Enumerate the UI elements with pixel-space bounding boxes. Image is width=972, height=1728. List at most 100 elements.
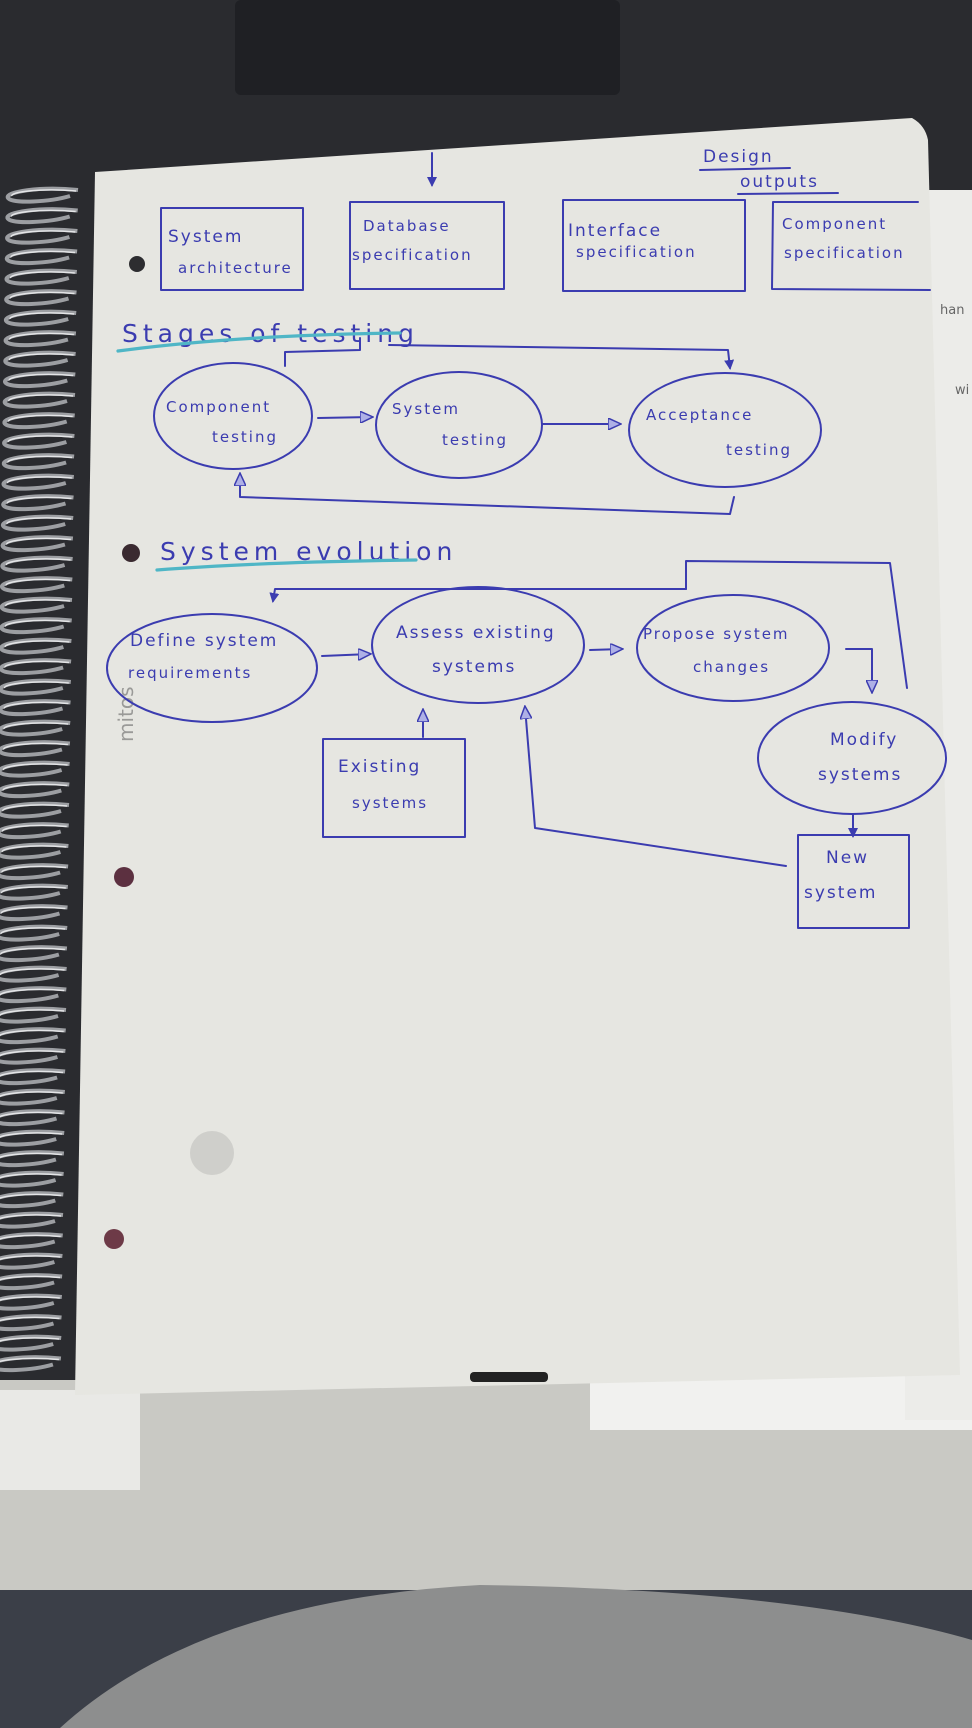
design-box-label: specification [352, 246, 473, 264]
pen-clip [470, 1372, 548, 1382]
spiral-coil-highlight [0, 947, 65, 956]
system-evolution-section: System evolution Define system requireme… [106, 537, 947, 929]
spiral-coil-highlight [0, 1173, 62, 1179]
spiral-coil [0, 1129, 65, 1147]
arrow [317, 417, 372, 418]
spiral-coil [1, 514, 74, 532]
spiral-coil [0, 1047, 66, 1065]
spiral-coil [0, 1314, 62, 1332]
spiral-coil [0, 1355, 62, 1373]
spiral-coil [0, 1170, 64, 1188]
spiral-coil [0, 1334, 62, 1352]
spiral-coil [0, 883, 69, 901]
node-label: Assess existing [396, 623, 556, 643]
spiral-coil-highlight [10, 209, 76, 218]
spiral-coil-highlight [7, 455, 73, 464]
arrow [589, 649, 622, 650]
spiral-coil-highlight [0, 1111, 63, 1118]
spiral-coil [0, 1211, 64, 1229]
spiral-coil [1, 473, 75, 491]
spiral-coil [5, 227, 78, 245]
spiral-coil-highlight [0, 1337, 60, 1342]
spiral-coil-highlight [2, 783, 68, 792]
spiral-coil [0, 1150, 65, 1168]
new-system-box [797, 834, 910, 929]
arrow [269, 588, 687, 603]
acceptance-testing-node [628, 372, 822, 488]
node-label: systems [818, 765, 902, 785]
spiral-coil [5, 186, 79, 204]
spiral-coil-highlight [10, 250, 76, 259]
design-box-label: System [168, 227, 243, 247]
spiral-coil [0, 842, 69, 860]
spiral-coil [0, 1088, 66, 1106]
arrow [845, 648, 872, 692]
spiral-coil [0, 596, 73, 614]
spiral-coil-highlight [0, 1152, 62, 1159]
component-testing-node [153, 362, 313, 470]
node-label: requirements [128, 664, 252, 682]
spiral-coil-highlight [11, 189, 77, 197]
spiral-coil-highlight [0, 1316, 60, 1322]
existing-systems-box [322, 738, 466, 838]
spiral-coil-highlight [4, 681, 69, 689]
spiral-coil [0, 1293, 63, 1311]
box-label: system [804, 883, 877, 903]
spiral-coil-highlight [0, 1255, 61, 1261]
spiral-coil [2, 412, 75, 430]
spiral-coil-highlight [5, 558, 71, 566]
spiral-coil [5, 207, 78, 225]
spiral-coil-highlight [4, 619, 70, 628]
spiral-coil-highlight [0, 1050, 64, 1058]
spiral-coil-highlight [10, 230, 76, 238]
spiral-coil-highlight [6, 517, 72, 525]
spiral-coil-highlight [0, 1275, 61, 1281]
margin-fragment: han [940, 303, 964, 318]
spiral-coil [2, 432, 75, 450]
punch-hole [129, 256, 145, 272]
design-box [771, 201, 931, 291]
spiral-coil [4, 289, 77, 307]
spiral-coil [0, 1252, 63, 1270]
spiral-coil [0, 801, 70, 819]
spiral-coil-highlight [0, 1357, 59, 1363]
design-box-label: architecture [178, 259, 293, 277]
margin-fragment: wi [955, 383, 969, 398]
spiral-coil-highlight [2, 763, 68, 771]
node-label: Component [166, 398, 271, 416]
spiral-coil [0, 1109, 65, 1127]
spiral-coil [0, 699, 71, 717]
spiral-coil-highlight [0, 1070, 64, 1078]
spiral-coil-highlight [0, 1132, 63, 1138]
stages-of-testing-section: Stages of testing Component testing Syst… [116, 319, 822, 515]
spiral-coil [0, 576, 73, 594]
spiral-binding [0, 186, 79, 1373]
spiral-coil-highlight [4, 640, 70, 648]
spiral-coil [0, 555, 73, 573]
spiral-coil [0, 535, 74, 553]
notebook-brand: mitos [114, 686, 138, 742]
spiral-coil [0, 781, 70, 799]
spiral-coil-highlight [8, 373, 74, 382]
design-outputs-title-line1: Design [703, 147, 774, 167]
spiral-coil-highlight [4, 660, 70, 669]
spiral-coil-highlight [0, 1193, 62, 1199]
design-outputs-title-line2: outputs [740, 172, 819, 192]
spiral-coil-highlight [2, 804, 68, 812]
spiral-coil-highlight [1, 845, 67, 853]
spiral-coil-highlight [0, 1009, 65, 1017]
smudge [190, 1131, 234, 1175]
spiral-coil-highlight [9, 332, 74, 341]
spiral-coil [0, 904, 68, 922]
spiral-coil-highlight [9, 291, 75, 300]
node-label: Propose system [643, 625, 790, 643]
spiral-coil-highlight [6, 496, 72, 505]
spiral-coil-highlight [0, 927, 66, 935]
spiral-coil-highlight [1, 886, 66, 894]
design-box-label: Component [782, 215, 887, 233]
design-box [349, 201, 505, 290]
box-label: systems [352, 794, 428, 812]
spiral-coil [0, 1027, 66, 1045]
spiral-coil-highlight [5, 578, 71, 587]
spiral-coil [0, 863, 69, 881]
